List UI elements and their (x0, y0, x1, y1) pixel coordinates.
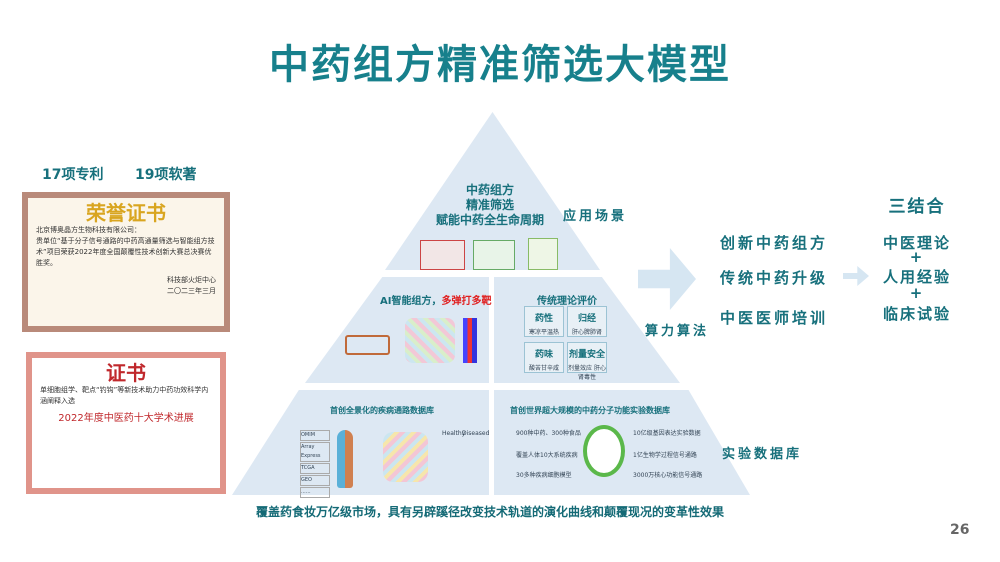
stat-text: 900种中药、300种食品 (516, 430, 581, 437)
label-database: 实验数据库 (722, 447, 803, 462)
top-line: 赋能中药全生命周期 (435, 213, 544, 227)
traditional-theory-title: 传统理论评价 (537, 296, 597, 307)
page-title: 中药组方精准筛选大模型 (269, 42, 731, 88)
multi-target-gun-icon (345, 335, 390, 355)
top-line: 精准筛选 (465, 198, 514, 212)
box-title: 剂量安全 (568, 350, 605, 360)
cert-date: 二〇二三年三月 (167, 287, 216, 295)
title-part: 多弹打多靶 (441, 296, 492, 307)
product-image (420, 240, 465, 270)
cert-award: 2022年度中医药十大学术进展 (58, 413, 194, 424)
application-item: 中医医师培训 (720, 309, 829, 327)
box-title: 药性 (534, 314, 553, 324)
box-sub: 寒凉平温热 (528, 329, 559, 336)
pyramid-top-text: 中药组方 精准筛选 赋能中药全生命周期 (420, 183, 560, 228)
box-title: 药味 (534, 350, 553, 360)
box-sub: 酸苦甘辛咸 (528, 365, 559, 372)
big-arrow-icon (638, 248, 696, 310)
diseased-label: Diseased (462, 430, 490, 437)
cert-issuer: 科技部火炬中心 (167, 276, 216, 284)
plus-sign: + (909, 248, 925, 266)
honor-certificate: 荣誉证书 北京博奥晶方生物科技有限公司： 贵单位“基于分子信号通路的中药高通量筛… (22, 192, 230, 332)
cert-heading: 证书 (106, 361, 146, 385)
page-number: 26 (950, 522, 970, 538)
cert-recipient: 北京博奥晶方生物科技有限公司： (36, 226, 141, 234)
cert-body: 单细胞组学、靶点“钓钩”等新技术助力中药功效科学内涵阐释入选 (40, 386, 209, 405)
db-item: OMIM (300, 430, 330, 441)
cert-body: 贵单位“基于分子信号通路的中药高通量筛选与智能组方技术”项目荣获2022年度全国… (36, 237, 215, 267)
application-item: 创新中药组方 (720, 234, 829, 252)
stat-text: 30多种疾病细胞模型 (516, 472, 572, 479)
pathway-diagram (383, 432, 428, 482)
data-cycle-diagram (583, 425, 625, 477)
label-application: 应用场景 (563, 209, 628, 224)
combine-item: 中医理论 (882, 234, 951, 252)
top-line: 中药组方 (465, 183, 514, 197)
combine-item: 临床试验 (882, 305, 951, 323)
stat-text: 覆盖人体10大系统疾病 (516, 452, 578, 459)
db-item: Array Express (300, 442, 330, 462)
box-sub: 肝心脾肺肾 (571, 329, 602, 336)
heatmap-image (463, 318, 477, 363)
disease-db-title: 首创全景化的疾病通路数据库 (330, 406, 434, 415)
product-image (473, 240, 515, 270)
stat-text: 10亿级基因表达实验数据 (633, 430, 701, 437)
db-item: GEO (300, 475, 330, 486)
theory-box: 药性寒凉平温热 (524, 306, 564, 337)
human-body-image (337, 430, 353, 488)
db-item: TCGA (300, 463, 330, 474)
plus-sign: + (909, 284, 925, 302)
stat-text: 1亿生物学过程信号通路 (633, 452, 697, 459)
label-algorithm: 算力算法 (645, 324, 710, 339)
box-title: 归经 (577, 314, 596, 324)
healthy-label: Healthy (442, 430, 466, 437)
application-item: 传统中药升级 (720, 269, 829, 287)
patents-count: 17项专利 (42, 167, 104, 183)
molecular-db-title: 首创世界超大规模的中药分子功能实验数据库 (510, 406, 670, 415)
box-sub: 剂量效应 肝心肾毒性 (568, 365, 606, 381)
cert-heading: 荣誉证书 (86, 201, 166, 225)
combine-item: 人用经验 (882, 268, 951, 286)
combine-title: 三结合 (888, 197, 946, 217)
ai-formula-title: AI智能组方，多弹打多靶 (380, 292, 491, 307)
title-part: AI智能组方， (380, 296, 442, 307)
small-arrow-icon (843, 266, 869, 286)
stat-text: 3000万核心功能信号通路 (633, 472, 703, 479)
db-item: ...... (300, 487, 330, 498)
product-image (528, 238, 558, 270)
theory-box: 药味酸苦甘辛咸 (524, 342, 564, 373)
theory-box: 归经肝心脾肺肾 (567, 306, 607, 337)
database-list: OMIM Array Express TCGA GEO ...... (300, 430, 330, 498)
network-diagram (405, 318, 455, 363)
software-count: 19项软著 (135, 167, 197, 183)
award-certificate: 证书 单细胞组学、靶点“钓钩”等新技术助力中药功效科学内涵阐释入选 2022年度… (26, 352, 226, 494)
theory-box: 剂量安全剂量效应 肝心肾毒性 (567, 342, 607, 381)
footer-text: 覆盖药食妆万亿级市场，具有另辟蹊径改变技术轨道的演化曲线和颠覆现况的变革性效果 (255, 505, 724, 519)
